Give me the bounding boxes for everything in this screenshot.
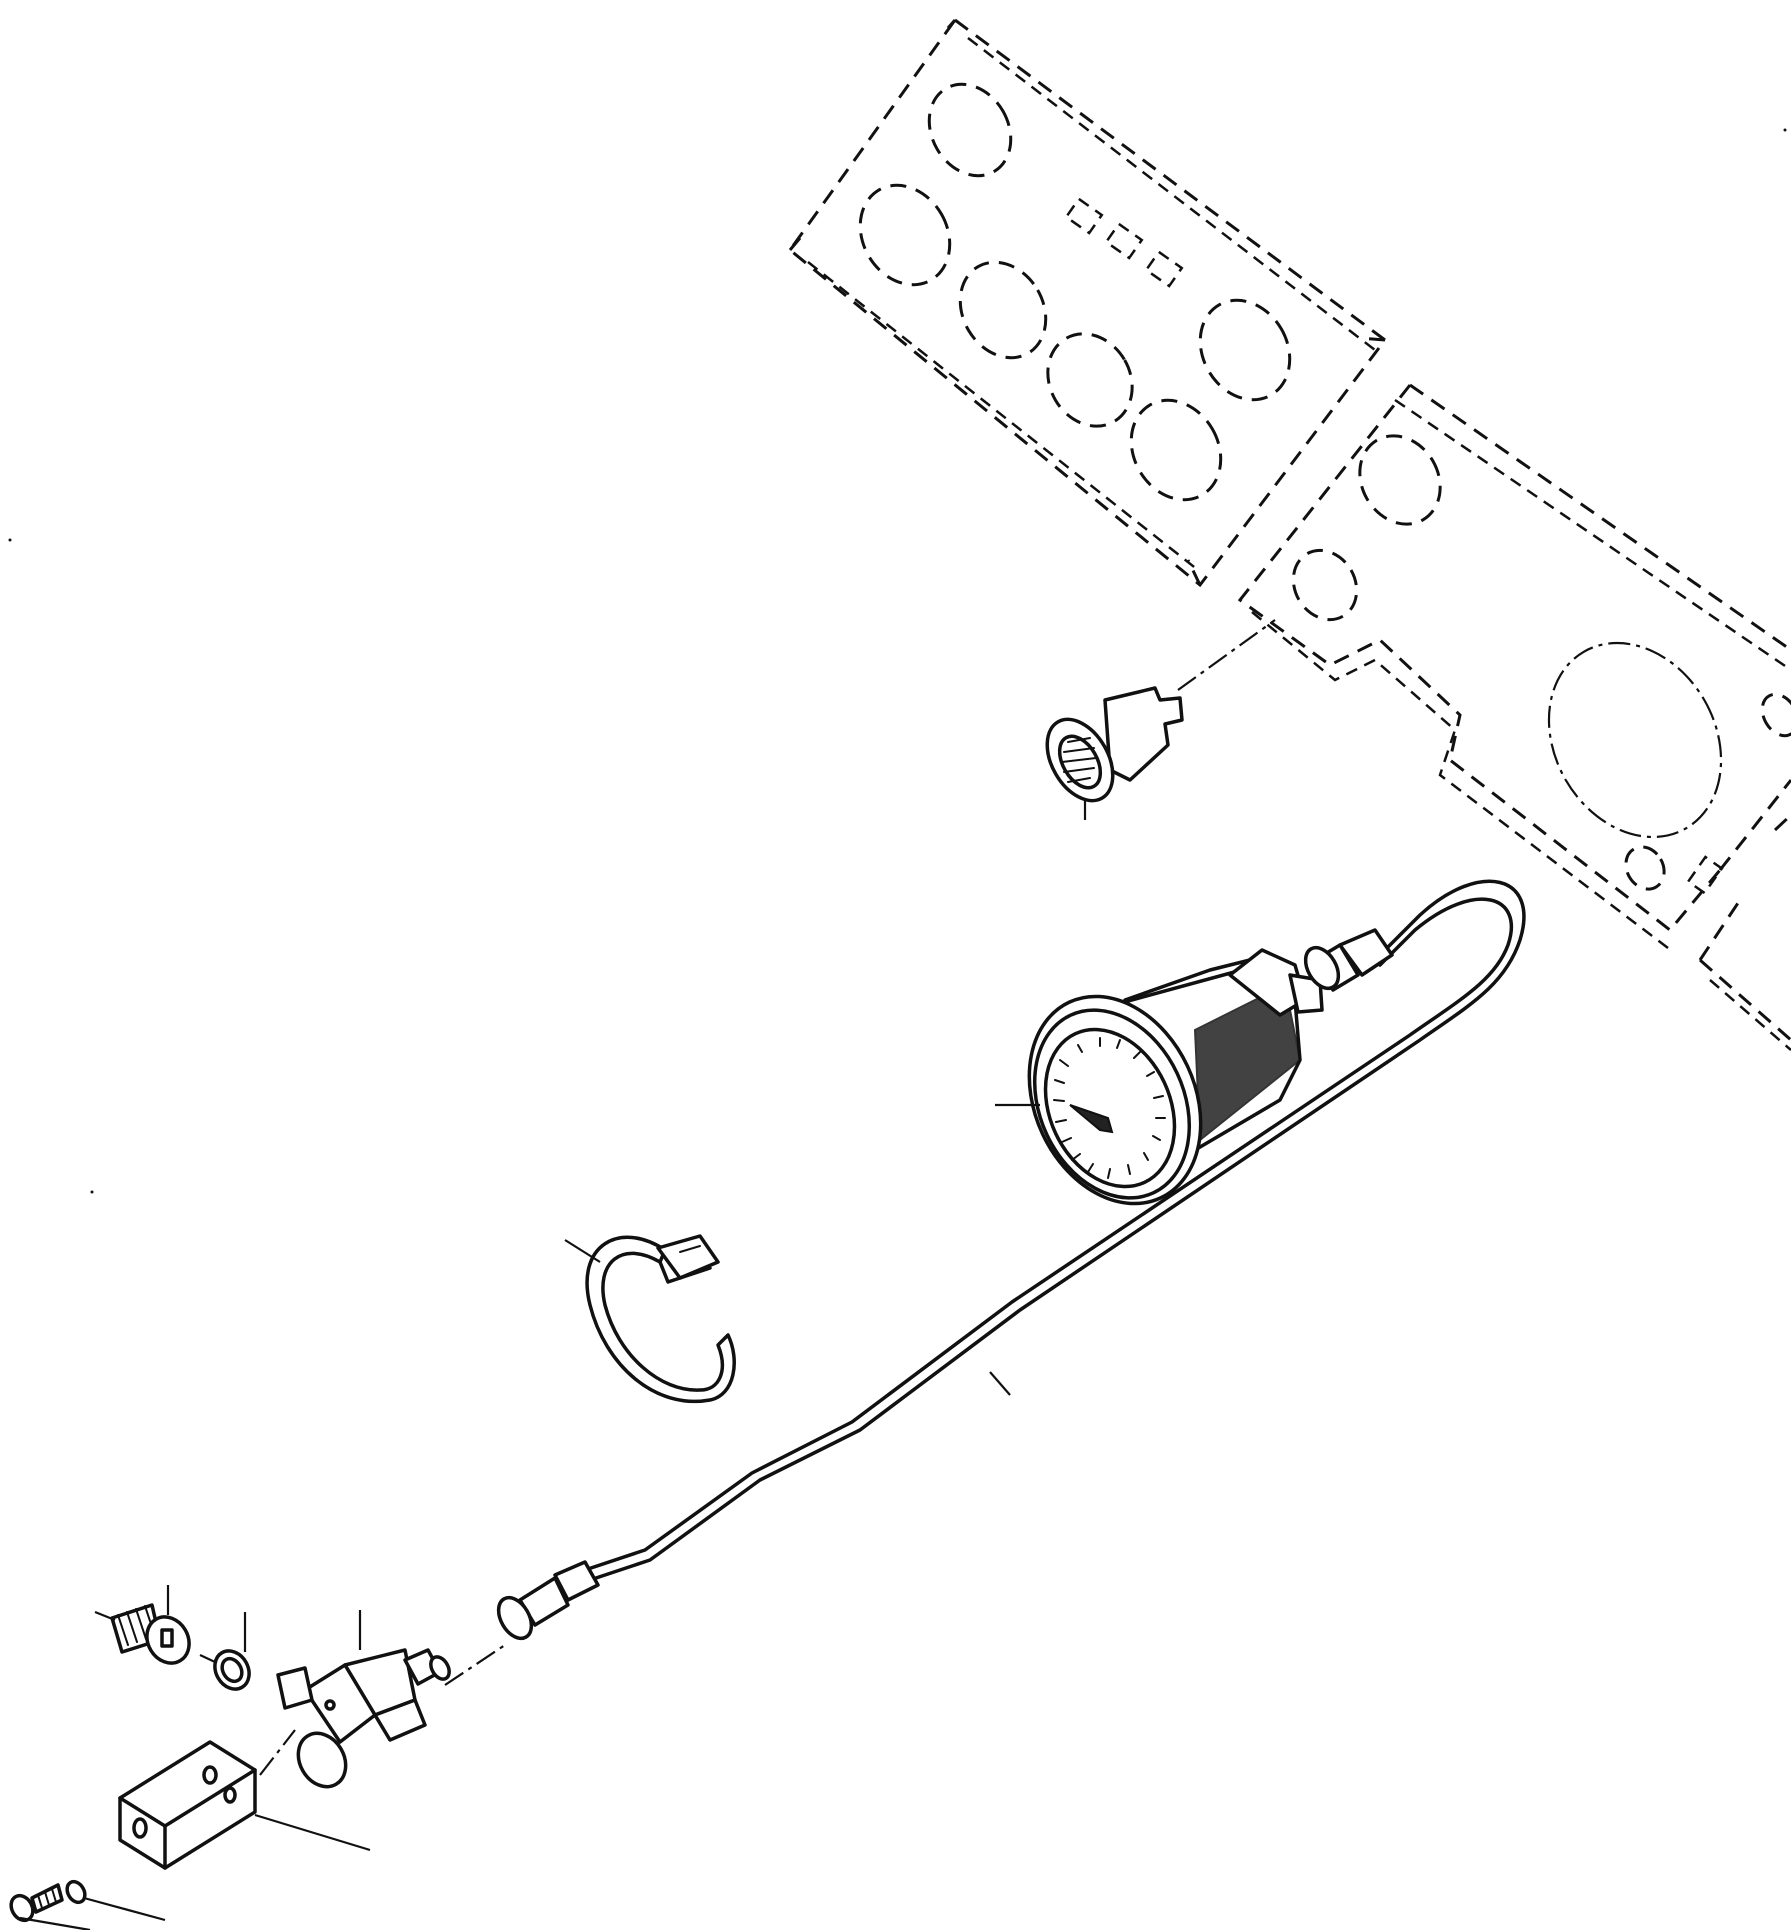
screw (9, 1883, 91, 1930)
bolt (94, 1585, 191, 1665)
mounting-clamp (564, 1234, 736, 1404)
bracket (118, 1729, 371, 1870)
capillary-line (496, 879, 1526, 1641)
lock-washer (65, 1879, 166, 1922)
instrument-panel-lower (1237, 383, 1791, 1051)
instrument-panel-upper (787, 17, 1388, 588)
washer (199, 1612, 251, 1691)
sender-unit (276, 1610, 506, 1789)
indicator-lamp (1045, 619, 1276, 820)
gauge (995, 948, 1324, 1206)
